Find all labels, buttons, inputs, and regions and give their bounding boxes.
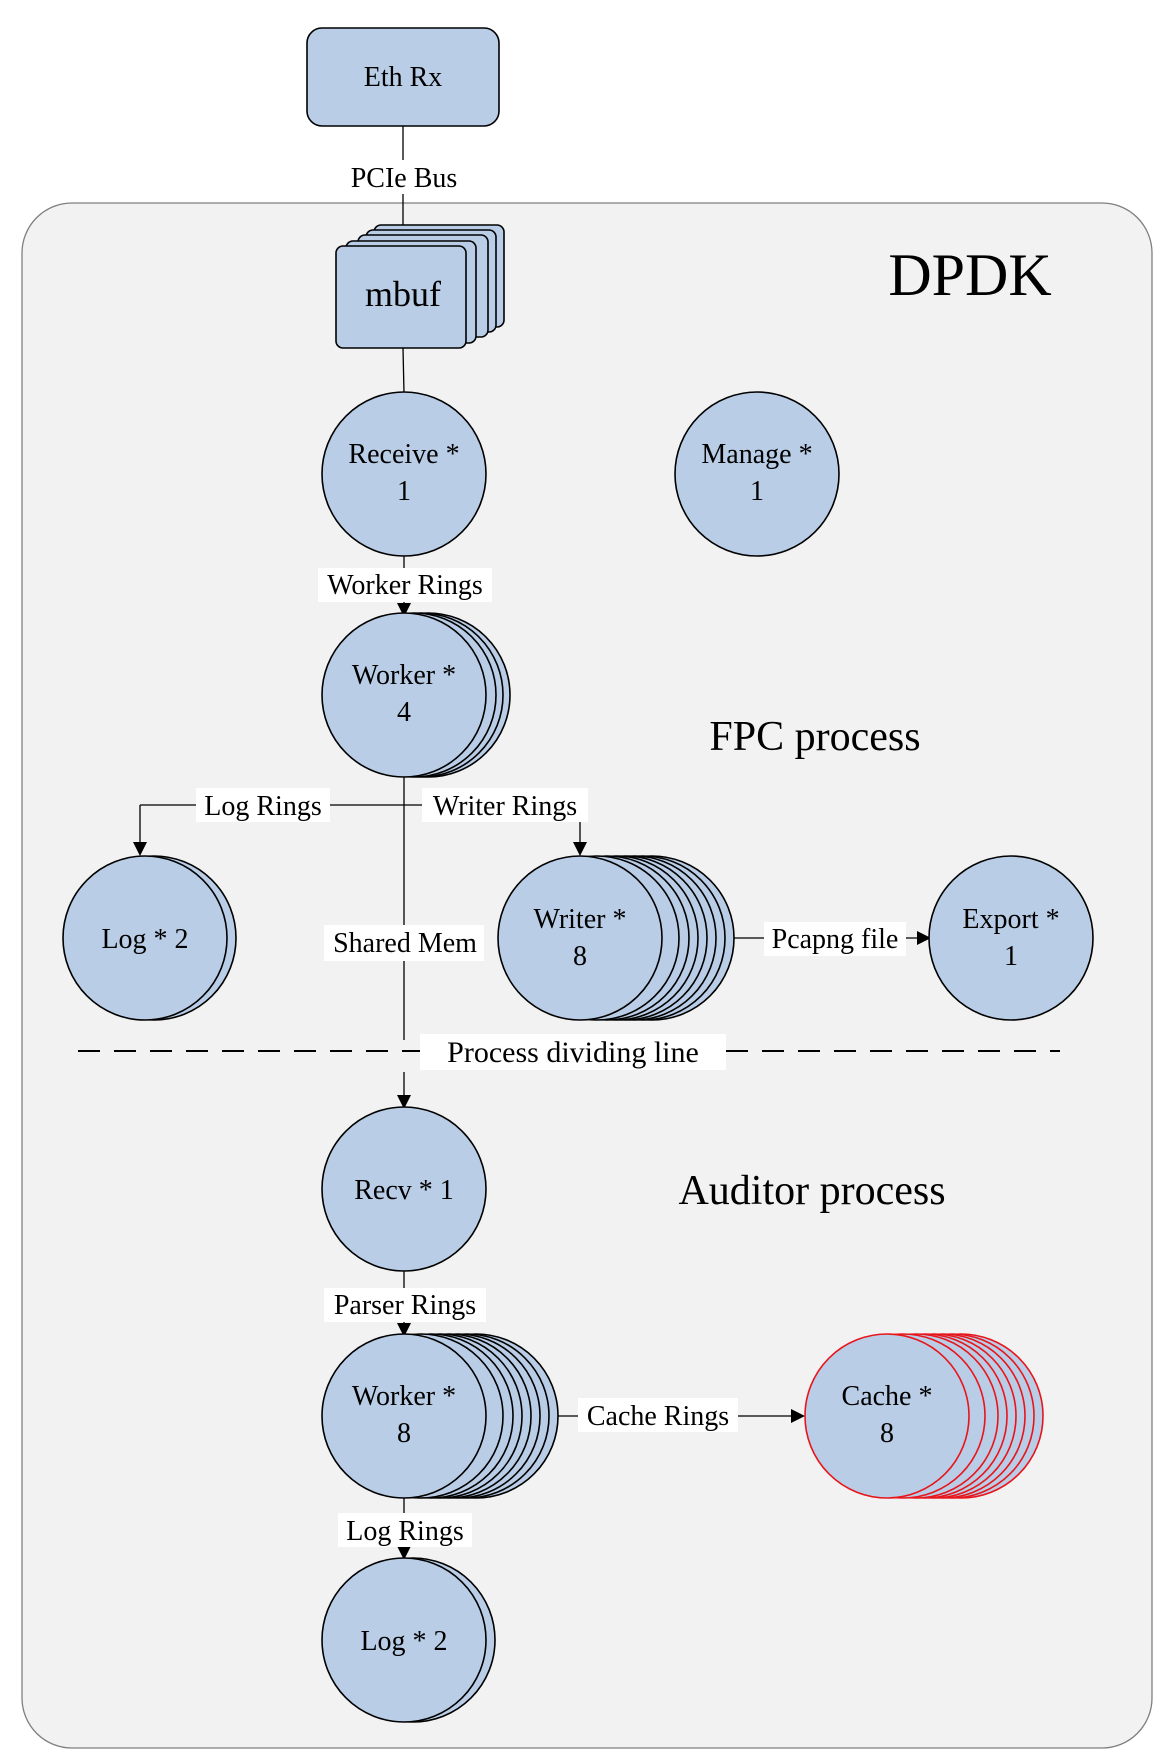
worker-fpc-node: Worker * 4: [321, 612, 511, 778]
export-node: Export * 1: [928, 855, 1094, 1021]
edge-label-log-rings-fpc: Log Rings: [204, 791, 321, 822]
worker-auditor-label-1: Worker *: [352, 1381, 456, 1412]
worker-fpc-label-2: 4: [397, 697, 411, 728]
export-label-2: 1: [1004, 941, 1018, 972]
fpc-process-label: FPC process: [709, 714, 920, 760]
receive-label-1: Receive *: [348, 439, 459, 470]
worker-auditor-node: Worker * 8: [321, 1333, 559, 1499]
edge-label-worker-rings: Worker Rings: [327, 570, 483, 601]
dpdk-label: DPDK: [888, 242, 1051, 308]
mbuf-label: mbuf: [365, 274, 441, 314]
edge-label-pcie-bus: PCIe Bus: [351, 163, 458, 194]
cache-label-1: Cache *: [842, 1381, 933, 1412]
edge-label-parser-rings: Parser Rings: [334, 1290, 476, 1321]
log-fpc-node: Log * 2: [62, 855, 237, 1021]
recv-node: Recv * 1: [321, 1106, 487, 1272]
auditor-process-label: Auditor process: [678, 1168, 945, 1214]
log-auditor-label: Log * 2: [360, 1626, 447, 1657]
writer-label-1: Writer *: [534, 904, 627, 935]
mbuf-node: mbuf: [335, 224, 505, 349]
writer-node: Writer * 8: [497, 855, 735, 1021]
edge-label-cache-rings: Cache Rings: [587, 1401, 729, 1432]
eth-rx-label: Eth Rx: [364, 62, 443, 93]
cache-node: Cache * 8: [804, 1333, 1044, 1499]
log-fpc-label: Log * 2: [101, 924, 188, 955]
receive-label-2: 1: [397, 476, 411, 507]
cache-label-2: 8: [880, 1418, 894, 1449]
receive-node: Receive * 1: [321, 391, 487, 557]
recv-label: Recv * 1: [354, 1175, 454, 1206]
export-label-1: Export *: [962, 904, 1059, 935]
worker-fpc-label-1: Worker *: [352, 660, 456, 691]
edge-label-shared-mem: Shared Mem: [333, 928, 477, 959]
worker-auditor-label-2: 8: [397, 1418, 411, 1449]
process-dividing-line-label: Process dividing line: [447, 1036, 699, 1069]
edge-label-log-rings-auditor: Log Rings: [346, 1516, 463, 1547]
manage-label-1: Manage *: [701, 439, 812, 470]
edge-label-writer-rings: Writer Rings: [433, 791, 577, 822]
edge-label-pcapng-file: Pcapng file: [772, 924, 899, 955]
writer-label-2: 8: [573, 941, 587, 972]
log-auditor-node: Log * 2: [321, 1557, 496, 1723]
manage-node: Manage * 1: [674, 391, 840, 557]
eth-rx-node: Eth Rx: [306, 27, 500, 127]
manage-label-2: 1: [750, 476, 764, 507]
